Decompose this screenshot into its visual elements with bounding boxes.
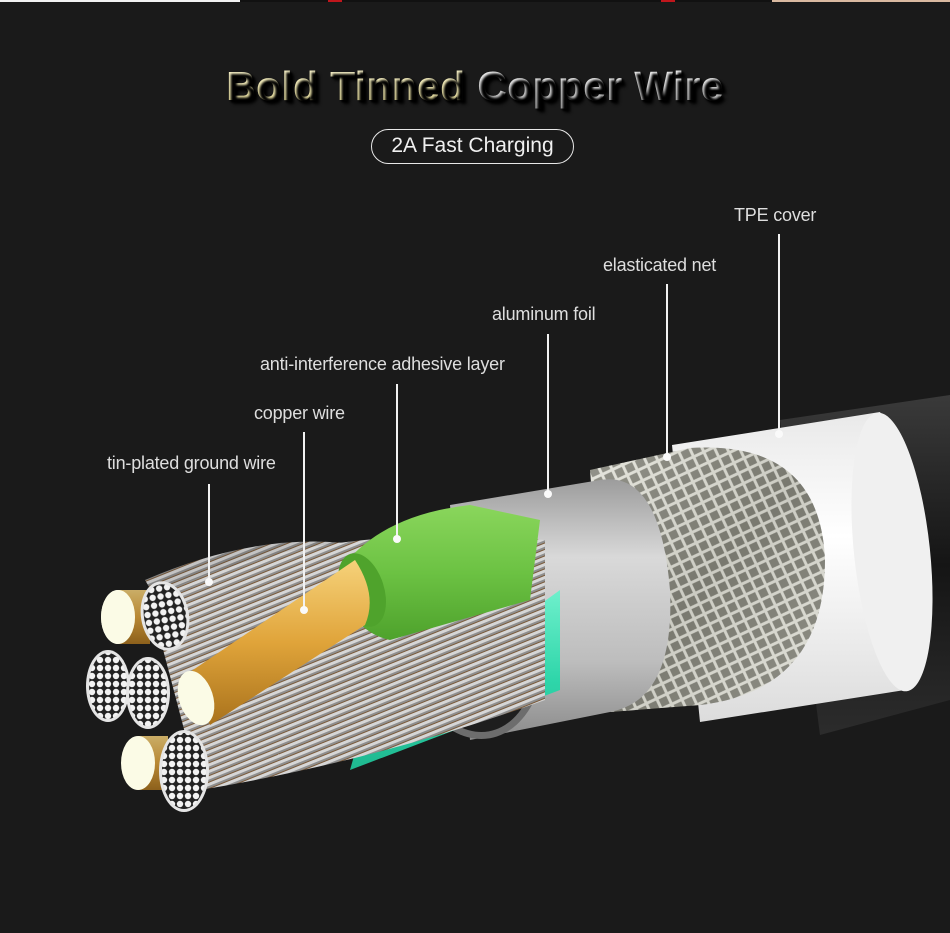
callout-label-anti-interference-adhesive-layer: anti-interference adhesive layer bbox=[260, 354, 505, 374]
ground-wire-end bbox=[89, 653, 127, 719]
callout-label-copper-wire: copper wire bbox=[254, 403, 345, 423]
ground-wire-end bbox=[162, 733, 206, 809]
copper-conductor bbox=[190, 560, 370, 725]
top-strip-beige-segment bbox=[772, 0, 950, 2]
callout-label-tpe-cover: TPE cover bbox=[734, 205, 817, 225]
callout-leader-line bbox=[208, 484, 210, 582]
page-title: Bold Tinned Copper Wire bbox=[0, 63, 950, 110]
ground-wire-end bbox=[129, 660, 167, 726]
callout-dot bbox=[205, 578, 213, 586]
callout-dot bbox=[544, 490, 552, 498]
callout-dot bbox=[300, 606, 308, 614]
callout-dot bbox=[393, 535, 401, 543]
callout-dot bbox=[663, 453, 671, 461]
title-part-gold: Bold Tinned bbox=[226, 63, 466, 109]
top-strip-red-accent bbox=[328, 0, 342, 2]
fast-charging-badge: 2A Fast Charging bbox=[371, 129, 574, 164]
callout-leader-line bbox=[547, 334, 549, 492]
ground-wire-end bbox=[143, 584, 187, 648]
callout-leader-line bbox=[666, 284, 668, 455]
adhesive-layer bbox=[340, 505, 540, 640]
callout-label-elasticated-net: elasticated net bbox=[603, 255, 717, 275]
callout-dot bbox=[775, 430, 783, 438]
callout-label-tin-plated-ground-wire: tin-plated ground wire bbox=[107, 453, 276, 473]
callout-leader-line bbox=[303, 432, 305, 607]
copper-end bbox=[121, 736, 155, 790]
top-image-strip bbox=[0, 0, 950, 2]
callout-label-aluminum-foil: aluminum foil bbox=[492, 304, 596, 324]
top-strip-light-segment bbox=[0, 0, 240, 2]
callout-leader-line bbox=[778, 234, 780, 432]
callout-leader-line bbox=[396, 384, 398, 537]
title-part-silver: Copper Wire bbox=[477, 63, 724, 109]
top-strip-red-accent bbox=[661, 0, 675, 2]
